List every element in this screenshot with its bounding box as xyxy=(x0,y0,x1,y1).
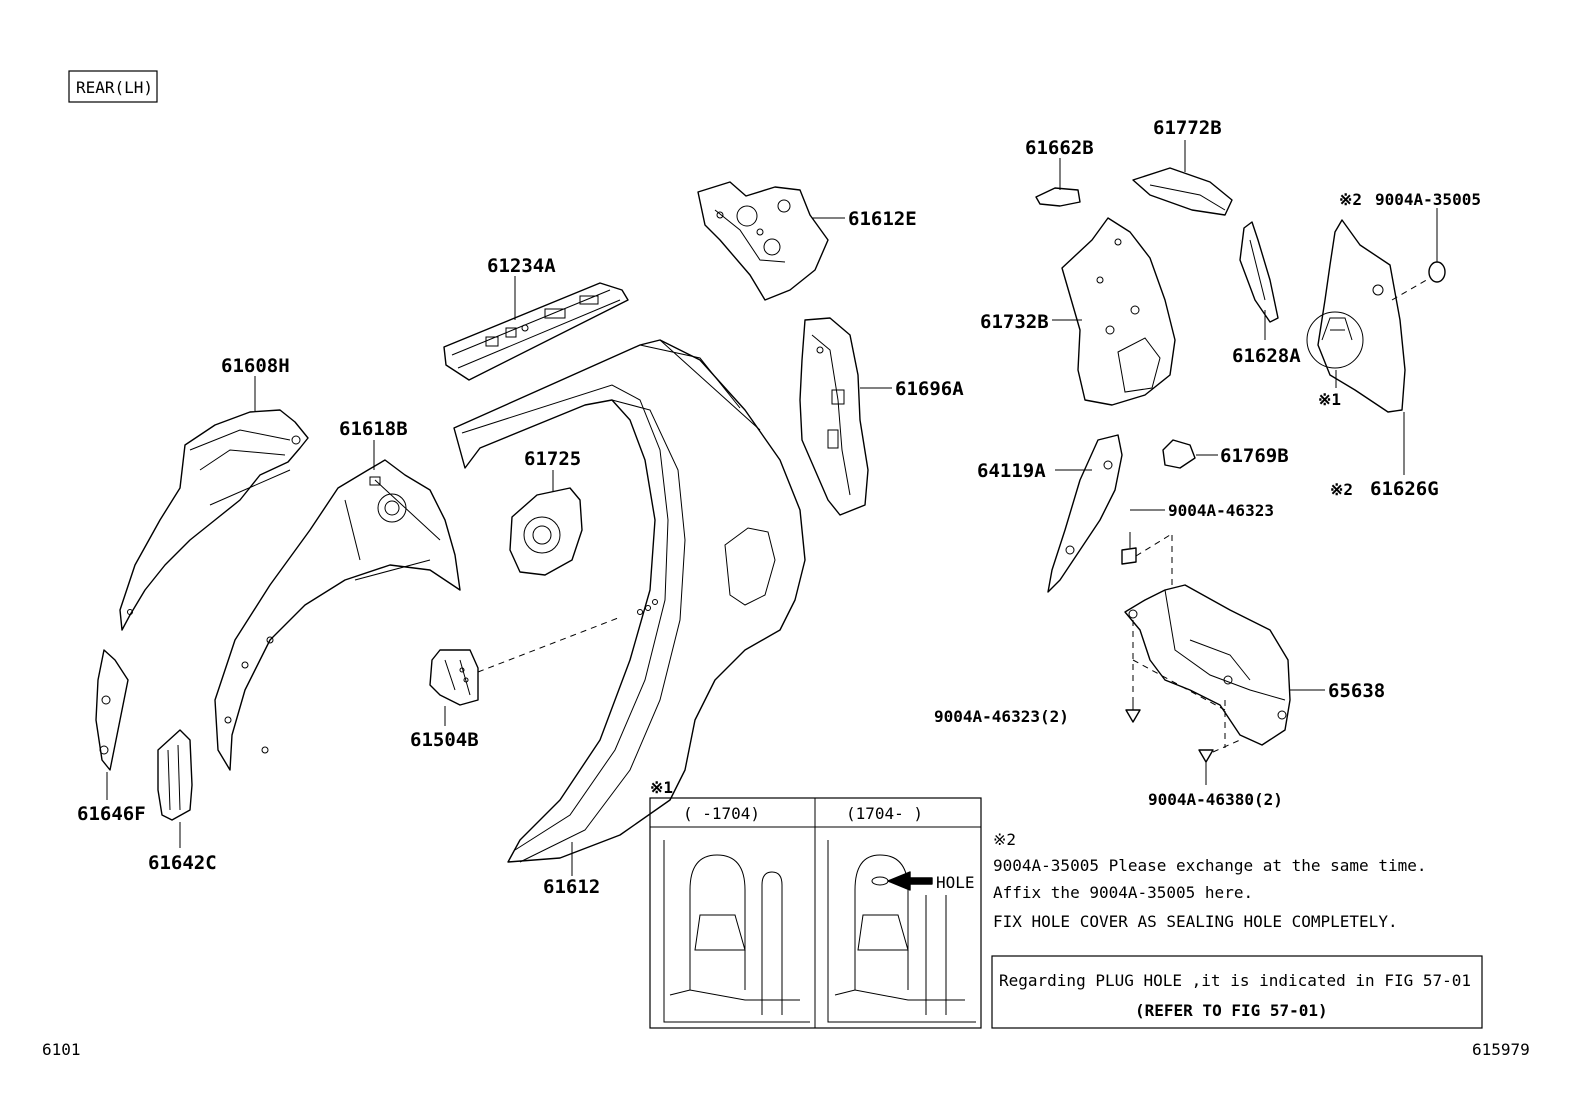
dash-9004a-46380 xyxy=(1212,739,1241,753)
part-61612e-drawing xyxy=(697,181,829,301)
part-61234a-drawing xyxy=(443,282,629,381)
svg-text:9004A-35005: 9004A-35005 xyxy=(1375,190,1481,209)
svg-text:61646F: 61646F xyxy=(77,803,146,825)
svg-text:61608H: 61608H xyxy=(221,355,290,377)
svg-text:64119A: 64119A xyxy=(977,460,1046,482)
reference-box[interactable]: Regarding PLUG HOLE ,it is indicated in … xyxy=(991,955,1483,1029)
notes-note2: ※2 9004A-35005 Please exchange at the sa… xyxy=(993,830,1426,931)
part-61612-callout[interactable]: 61612 xyxy=(543,842,600,898)
part-65638-callout[interactable]: 65638 xyxy=(1290,680,1385,702)
part-9004a-46323-2-callout[interactable]: 9004A-46323(2) xyxy=(934,707,1069,726)
svg-text:9004A-46323: 9004A-46323 xyxy=(1168,501,1274,520)
reference-line-1: Regarding PLUG HOLE ,it is indicated in … xyxy=(999,971,1471,990)
svg-text:9004A-46323(2): 9004A-46323(2) xyxy=(934,707,1069,726)
svg-text:9004A-46380(2): 9004A-46380(2) xyxy=(1148,790,1283,809)
part-61732b-drawing xyxy=(1061,217,1176,406)
inset-hole-label: HOLE xyxy=(936,873,975,892)
svg-text:REAR(LH): REAR(LH) xyxy=(76,78,153,97)
part-61662b-drawing xyxy=(1035,187,1081,207)
part-61732b-callout[interactable]: 61732B xyxy=(980,311,1082,333)
part-65638-drawing xyxy=(1124,584,1291,746)
part-61725-drawing xyxy=(509,487,583,576)
svg-text:61662B: 61662B xyxy=(1025,137,1094,159)
part-61772b-callout[interactable]: 61772B xyxy=(1153,117,1222,172)
part-9004a-46323-drawing xyxy=(1121,532,1137,565)
dash-9004a-35005 xyxy=(1391,277,1431,301)
part-61612e-callout[interactable]: 61612E xyxy=(812,208,917,230)
inset-col2-header: (1704- ) xyxy=(846,804,923,823)
svg-text:61612E: 61612E xyxy=(848,208,917,230)
part-61504b-callout[interactable]: 61504B xyxy=(410,706,479,751)
part-61504b-drawing xyxy=(429,649,479,706)
svg-text:61642C: 61642C xyxy=(148,852,217,874)
part-61696a-callout[interactable]: 61696A xyxy=(860,378,964,400)
part-61662b-callout[interactable]: 61662B xyxy=(1025,137,1094,190)
part-61628a-drawing xyxy=(1239,221,1279,323)
svg-text:61626G: 61626G xyxy=(1370,478,1439,500)
part-61772b-drawing xyxy=(1132,167,1233,216)
part-61608h-callout[interactable]: 61608H xyxy=(221,355,290,412)
fig-number: 6101 xyxy=(42,1040,81,1059)
svg-text:61732B: 61732B xyxy=(980,311,1049,333)
part-61769b-drawing xyxy=(1162,439,1196,469)
part-61769b-callout[interactable]: 61769B xyxy=(1196,445,1289,467)
svg-text:61504B: 61504B xyxy=(410,729,479,751)
part-61612-drawing xyxy=(453,339,806,863)
view-label: REAR(LH) xyxy=(68,70,158,103)
part-61608h-drawing xyxy=(119,409,309,631)
svg-text:※1: ※1 xyxy=(650,778,673,797)
part-9004a-46380-2-drawing xyxy=(1198,749,1214,763)
part-9004a-46323-2-drawing xyxy=(1125,700,1141,723)
svg-text:61612: 61612 xyxy=(543,876,600,898)
note-line-2: Affix the 9004A-35005 here. xyxy=(993,883,1253,902)
part-64119a-drawing xyxy=(1047,434,1123,593)
note1-marker: ※1 xyxy=(1318,370,1341,409)
note-line-3: FIX HOLE COVER AS SEALING HOLE COMPLETEL… xyxy=(993,912,1398,931)
part-61642c-drawing xyxy=(157,729,193,821)
part-9004a-46380-2-callout[interactable]: 9004A-46380(2) xyxy=(1148,762,1283,809)
part-61642c-callout[interactable]: 61642C xyxy=(148,822,217,874)
svg-text:※2: ※2 xyxy=(993,830,1016,849)
part-9004a-46323-callout[interactable]: 9004A-46323 xyxy=(1130,501,1274,520)
svg-text:61725: 61725 xyxy=(524,448,581,470)
inset-col1-header: ( -1704) xyxy=(683,804,760,823)
part-61696a-drawing xyxy=(799,317,869,516)
part-61646f-callout[interactable]: 61646F xyxy=(77,772,146,825)
part-61628a-callout[interactable]: 61628A xyxy=(1232,310,1301,367)
part-9004a-35005-callout[interactable]: ※2 9004A-35005 xyxy=(1339,190,1481,262)
part-61234a-callout[interactable]: 61234A xyxy=(487,255,556,320)
svg-text:61618B: 61618B xyxy=(339,418,408,440)
svg-text:61696A: 61696A xyxy=(895,378,964,400)
svg-text:61234A: 61234A xyxy=(487,255,556,277)
part-64119a-callout[interactable]: 64119A xyxy=(977,460,1092,482)
part-61618b-callout[interactable]: 61618B xyxy=(339,418,408,470)
inset-note1: ※1 ( -1704) (1704- ) HOLE xyxy=(649,778,982,1029)
svg-text:61628A: 61628A xyxy=(1232,345,1301,367)
svg-text:61772B: 61772B xyxy=(1153,117,1222,139)
part-61725-callout[interactable]: 61725 xyxy=(524,448,581,492)
part-61626g-callout[interactable]: ※2 61626G xyxy=(1330,412,1439,500)
reference-line-2: (REFER TO FIG 57-01) xyxy=(1135,1001,1328,1020)
part-61646f-drawing xyxy=(95,649,129,771)
svg-text:※2: ※2 xyxy=(1330,480,1353,499)
svg-text:※2: ※2 xyxy=(1339,190,1362,209)
image-number: 615979 xyxy=(1472,1040,1530,1059)
part-61626g-drawing xyxy=(1306,219,1406,413)
svg-text:65638: 65638 xyxy=(1328,680,1385,702)
note-line-1: 9004A-35005 Please exchange at the same … xyxy=(993,856,1426,875)
dash-61504b xyxy=(477,617,619,673)
svg-text:61769B: 61769B xyxy=(1220,445,1289,467)
part-9004a-35005-drawing xyxy=(1428,261,1446,283)
part-61618b-drawing xyxy=(214,459,461,771)
svg-text:※1: ※1 xyxy=(1318,390,1341,409)
dash-9004a-46323 xyxy=(1135,534,1171,557)
